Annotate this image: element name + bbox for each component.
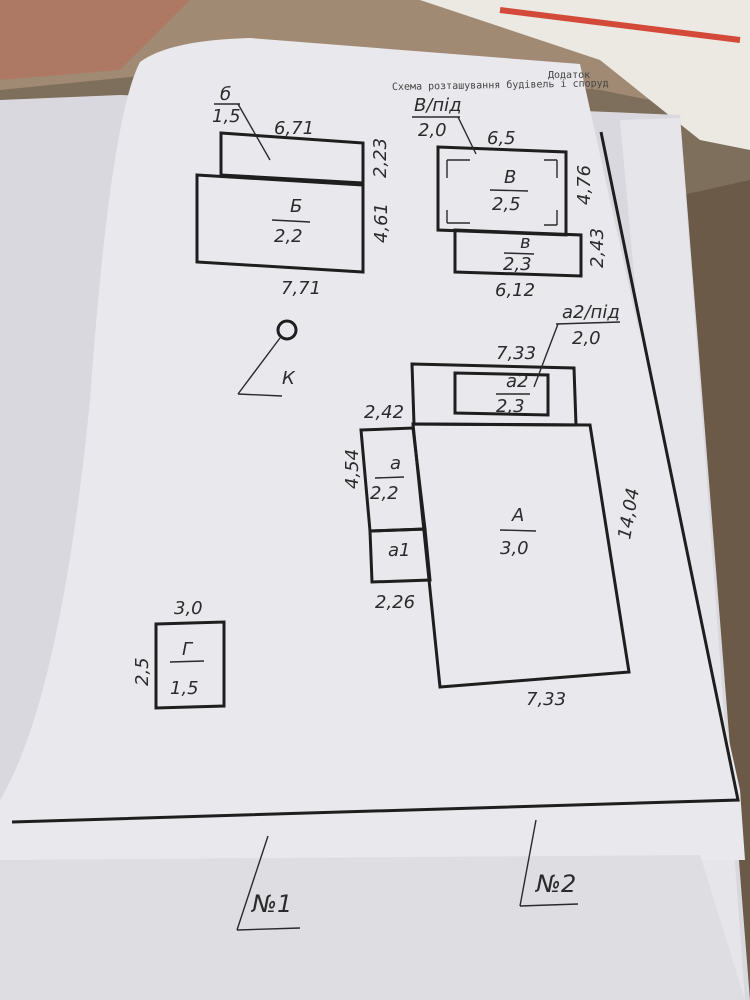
well-letter: К xyxy=(282,368,296,389)
n2-leader xyxy=(519,819,537,907)
a2-letter: а2 xyxy=(506,371,528,392)
v-cellar-height: 2,0 xyxy=(418,120,447,141)
well-circle xyxy=(276,319,298,341)
v-cellar-letter: В/під xyxy=(414,95,462,116)
n2-underline xyxy=(519,903,579,907)
v-main-length: 6,5 xyxy=(487,128,516,149)
a2-inner-rect xyxy=(453,371,550,417)
a1-outline xyxy=(368,527,432,584)
header-line1: Додаток xyxy=(548,70,590,81)
well-k: К xyxy=(237,319,298,397)
building-v-small-outline xyxy=(453,228,583,278)
paper-bottom-fold xyxy=(0,855,745,1000)
b-small-length: 6,71 xyxy=(274,118,314,139)
a1-letter: а1 xyxy=(388,540,410,561)
white-cloth xyxy=(420,0,750,150)
v-small-length: 6,12 xyxy=(495,280,535,301)
a2-cellar-letter: а2/під xyxy=(562,302,620,323)
building-g: 3,0 2,5 Г 1,5 xyxy=(132,598,226,710)
v-small-height: 2,3 xyxy=(503,254,532,275)
a-main-fraction xyxy=(499,529,537,532)
fabric-pattern xyxy=(0,0,190,80)
building-v: В/під 2,0 6,5 В 2,5 4,76 в 2,3 2,43 6,12 xyxy=(412,95,608,301)
a-main-letter: А xyxy=(511,505,524,526)
boundary-marker-n1: №1 xyxy=(236,835,301,931)
a-main-length: 7,33 xyxy=(526,689,566,710)
property-boundary xyxy=(11,131,740,824)
g-fraction xyxy=(169,660,205,663)
a2-width: 2,42 xyxy=(364,402,404,423)
well-underline xyxy=(237,393,283,397)
b-small-width: 2,23 xyxy=(370,138,391,178)
v-small-width: 2,43 xyxy=(587,228,608,268)
a2-cellar-leader xyxy=(533,323,559,388)
v-cellar-leader xyxy=(457,116,477,155)
a2-height: 2,3 xyxy=(496,396,525,417)
a2-cellar-fraction xyxy=(555,321,621,325)
header-line2: Схема розташування будівель і споруд xyxy=(392,77,609,93)
well-leader xyxy=(237,337,281,395)
v-small-fraction xyxy=(503,252,535,255)
b-main-fraction xyxy=(271,219,311,223)
a1-width: 2,26 xyxy=(375,592,415,613)
v-main-height: 2,5 xyxy=(492,194,521,215)
b-main-width: 4,61 xyxy=(371,203,392,243)
g-outline xyxy=(154,620,226,710)
building-b-small-outline xyxy=(219,131,365,185)
v-main-fraction xyxy=(489,189,529,192)
g-length: 3,0 xyxy=(174,598,203,619)
g-width: 2,5 xyxy=(132,657,153,686)
a-height: 2,2 xyxy=(370,483,399,504)
a-fraction xyxy=(374,476,405,479)
b-main-length: 7,71 xyxy=(281,278,321,299)
n1-leader xyxy=(236,835,269,931)
building-v-inner-marks xyxy=(446,159,558,226)
b-main-height: 2,2 xyxy=(274,226,303,247)
building-b: б 1,5 6,71 2,23 Б 2,2 4,61 7,71 xyxy=(195,84,392,299)
b-small-letter: б xyxy=(220,84,231,105)
n2-label: №2 xyxy=(534,870,576,898)
cloth-red-stripe xyxy=(499,7,741,43)
a-main-outline xyxy=(411,422,631,689)
v-main-letter: В xyxy=(504,167,516,188)
v-small-letter: в xyxy=(520,232,531,253)
g-letter: Г xyxy=(182,639,194,660)
building-b-main-outline xyxy=(195,173,365,274)
b-small-height: 1,5 xyxy=(212,106,241,127)
g-height: 1,5 xyxy=(170,678,199,699)
b-main-letter: Б xyxy=(290,196,302,217)
a2-cellar-height: 2,0 xyxy=(572,328,601,349)
b-small-leader xyxy=(237,103,271,161)
v-main-width: 4,76 xyxy=(574,165,595,205)
a-width: 4,54 xyxy=(342,449,363,489)
n1-underline xyxy=(236,927,301,931)
boundary-marker-n2: №2 xyxy=(519,819,579,907)
n1-label: №1 xyxy=(250,890,292,918)
a2-length: 7,33 xyxy=(496,343,536,364)
a-main-height: 3,0 xyxy=(500,538,529,559)
a-letter: а xyxy=(390,453,401,474)
main-paper-sheet xyxy=(0,38,745,1000)
